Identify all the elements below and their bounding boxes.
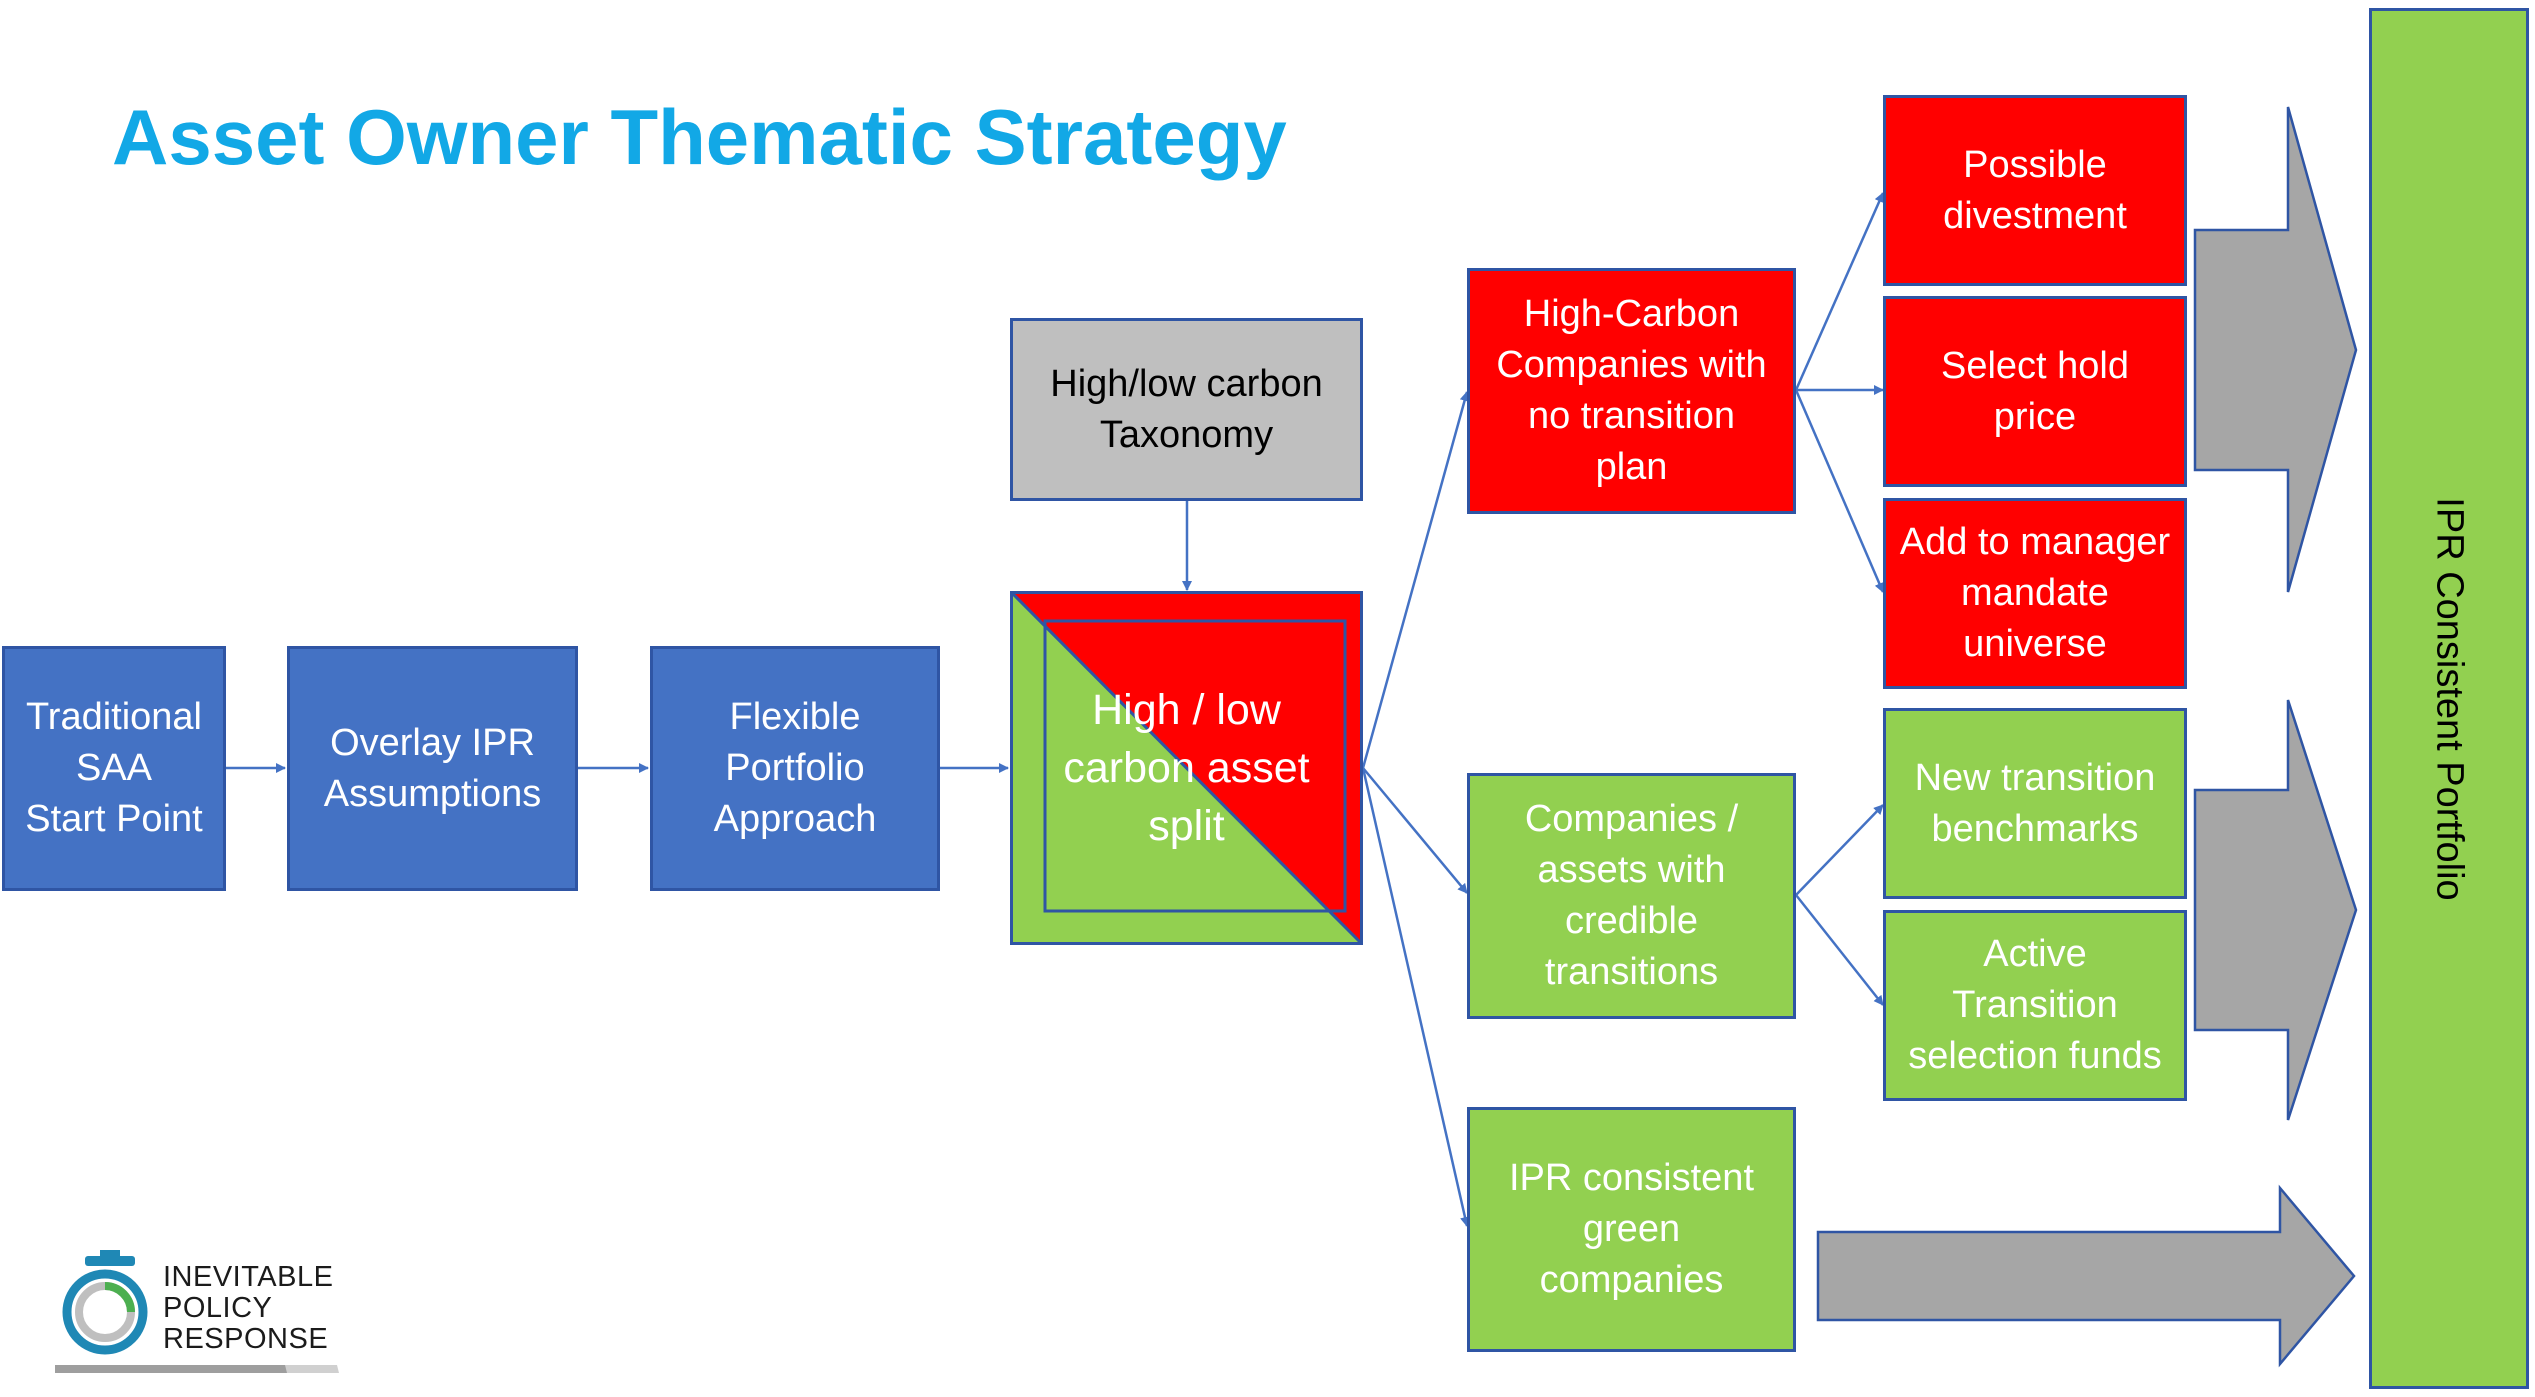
credible-transitions-label: Companies / assets with credible transit… [1524, 798, 1739, 993]
grey-arrow-middle [2193, 699, 2358, 1121]
stopwatch-icon [62, 1250, 148, 1355]
taxonomy-box: High/low carbon Taxonomy [1010, 318, 1363, 501]
manager-mandate-box: Add to manager mandate universe [1883, 498, 2187, 689]
carbon-split-graphic [1010, 591, 1363, 945]
transition-benchmarks-box: New transition benchmarks [1883, 708, 2187, 899]
arrow-high-carbon-to-divestment [1794, 192, 1885, 391]
flexible-portfolio-label: Flexible Portfolio Approach [713, 696, 877, 840]
logo-line-2: POLICY [163, 1292, 273, 1324]
logo-line-3: RESPONSE [163, 1323, 329, 1355]
transition-funds-box: Active Transition selection funds [1883, 910, 2187, 1101]
green-companies-label: IPR consistent green companies [1509, 1157, 1754, 1301]
split-inner-frame [1043, 619, 1347, 913]
start-point-box: Traditional SAA Start Point [2, 646, 226, 891]
ipr-consistent-portfolio-box: IPR Consistent Portfolio [2369, 8, 2529, 1389]
ipr-consistent-portfolio-label: IPR Consistent Portfolio [2428, 496, 2471, 901]
select-hold-label: Select hold price [1940, 344, 2129, 438]
overlay-ipr-label: Overlay IPR Assumptions [323, 721, 542, 815]
select-hold-box: Select hold price [1883, 296, 2187, 487]
manager-mandate-label: Add to manager mandate universe [1899, 521, 2171, 665]
carbon-split-label: High / low carbon asset split [1063, 686, 1310, 850]
logo-line-1: INEVITABLE [163, 1261, 334, 1293]
split-diagonal [1011, 592, 1362, 944]
logo-wordmark: INEVITABLE POLICY RESPONSE [163, 1262, 333, 1355]
green-companies-box: IPR consistent green companies [1467, 1107, 1796, 1352]
credible-transitions-box: Companies / assets with credible transit… [1467, 773, 1796, 1019]
page-title: Asset Owner Thematic Strategy [112, 93, 1287, 181]
transition-benchmarks-label: New transition benchmarks [1914, 756, 2156, 850]
taxonomy-label: High/low carbon Taxonomy [1050, 362, 1323, 456]
arrow-split-to-credible [1362, 767, 1468, 894]
arrow-high-carbon-to-manager [1794, 389, 1885, 593]
flexible-portfolio-box: Flexible Portfolio Approach [650, 646, 940, 891]
grey-arrow-bottom [1816, 1184, 2356, 1368]
arrow-credible-to-funds [1795, 894, 1884, 1006]
arrow-credible-to-benchmarks [1795, 804, 1884, 896]
start-point-label: Traditional SAA Start Point [25, 696, 203, 840]
overlay-ipr-box: Overlay IPR Assumptions [287, 646, 578, 891]
transition-funds-label: Active Transition selection funds [1908, 933, 2162, 1077]
high-carbon-box: High-Carbon Companies with no transition… [1467, 268, 1796, 514]
logo-underline [55, 1365, 339, 1373]
ipr-logo: INEVITABLE POLICY RESPONSE [55, 1250, 355, 1375]
arrow-split-to-green [1361, 767, 1470, 1227]
carbon-split-box: High / low carbon asset split [1010, 591, 1363, 945]
divestment-label: Possible divestment [1943, 143, 2127, 237]
arrow-split-to-high-carbon [1361, 391, 1470, 769]
grey-arrow-top [2193, 106, 2358, 593]
high-carbon-label: High-Carbon Companies with no transition… [1496, 293, 1767, 488]
divestment-box: Possible divestment [1883, 95, 2187, 286]
